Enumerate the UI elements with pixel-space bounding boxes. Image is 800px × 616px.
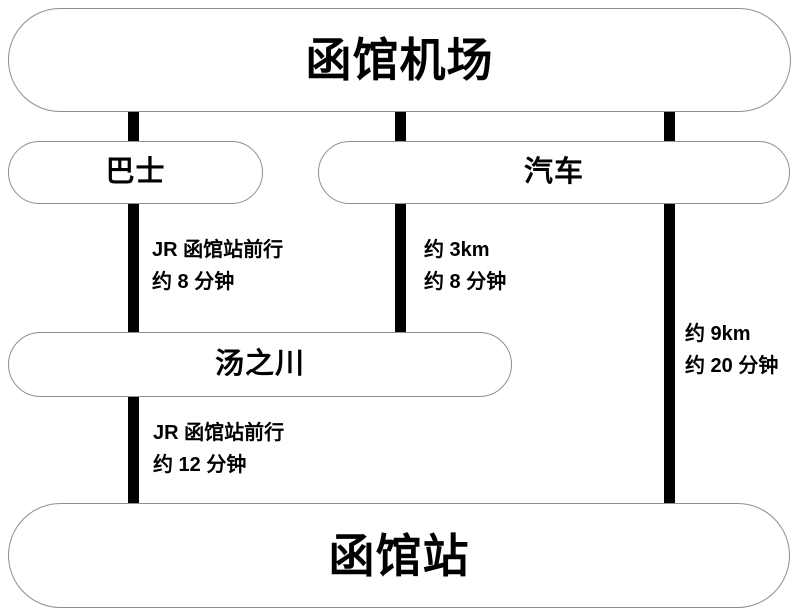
connector-airport-bus-yunokawa-station <box>128 105 139 505</box>
annotation-car-to-station: 约 9km 约 20 分钟 <box>685 318 778 382</box>
node-label: 汽车 <box>523 156 584 188</box>
node-label: 巴士 <box>105 156 166 188</box>
annotation-line: 约 8 分钟 <box>424 271 507 293</box>
annotation-line: 约 8 分钟 <box>152 271 235 293</box>
node-yunokawa: 汤之川 <box>8 332 512 397</box>
annotation-line: 约 9km <box>685 323 751 345</box>
annotation-line: 约 20 分钟 <box>685 355 779 377</box>
annotation-line: 约 12 分钟 <box>153 454 247 476</box>
annotation-car-to-yunokawa: 约 3km 约 8 分钟 <box>424 234 506 298</box>
node-car: 汽车 <box>318 141 790 204</box>
node-label: 函馆站 <box>328 529 470 582</box>
connector-airport-car-yunokawa <box>395 105 406 350</box>
annotation-line: JR 函馆站前行 <box>152 239 284 261</box>
node-bus: 巴士 <box>8 141 263 204</box>
annotation-train-to-station: JR 函馆站前行 约 12 分钟 <box>153 417 284 481</box>
annotation-line: JR 函馆站前行 <box>153 422 285 444</box>
node-hakodate-station: 函馆站 <box>8 503 790 608</box>
node-label: 汤之川 <box>214 348 305 380</box>
node-hakodate-airport: 函馆机场 <box>8 8 791 112</box>
connector-airport-car-station <box>664 105 675 505</box>
annotation-bus-route: JR 函馆站前行 约 8 分钟 <box>152 234 283 298</box>
node-label: 函馆机场 <box>305 34 494 86</box>
annotation-line: 约 3km <box>424 239 490 261</box>
